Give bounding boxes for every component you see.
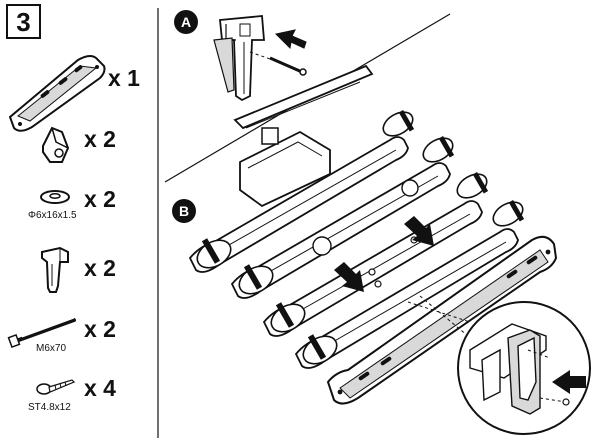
washer-spec: Φ6x16x1.5 <box>28 210 77 221</box>
lamp-bracket-quantity: x 1 <box>108 65 140 91</box>
bolt-icon <box>7 317 76 349</box>
panel-a-badge: A <box>174 10 198 34</box>
insert-arrow-icon <box>552 370 586 394</box>
screw-quantity: x 4 <box>84 375 116 401</box>
bolt-spec: M6x70 <box>36 343 67 354</box>
clip-icon <box>42 126 70 163</box>
detail-zoom-circle <box>457 301 591 435</box>
lamp-bracket-icon <box>8 55 106 132</box>
insert-arrow-icon <box>274 29 307 50</box>
panel-b-badge: B <box>172 199 196 223</box>
washer-quantity: x 2 <box>84 186 116 212</box>
hook-quantity: x 2 <box>84 255 116 281</box>
panel-a-illustration <box>213 15 374 130</box>
clip-quantity: x 2 <box>84 126 116 152</box>
screw-icon <box>36 379 76 395</box>
washer-icon <box>40 190 70 204</box>
screw-spec: ST4.8x12 <box>28 402 71 413</box>
down-arrow-icon <box>404 216 434 246</box>
bolt-quantity: x 2 <box>84 316 116 342</box>
hook-icon <box>41 246 69 293</box>
down-arrow-icon <box>334 262 364 292</box>
step-number: 3 <box>6 4 41 39</box>
